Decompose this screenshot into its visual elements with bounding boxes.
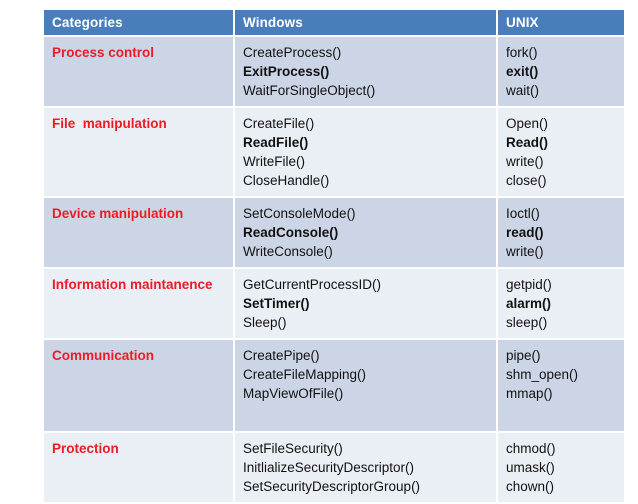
table-header-row: Categories Windows UNIX — [44, 10, 624, 37]
call-item: Sleep() — [243, 315, 287, 330]
call-item: mmap() — [506, 386, 553, 401]
call-item: Read() — [506, 135, 549, 150]
windows-call-list: CreateFile() ReadFile() WriteFile() CloseHa… — [243, 114, 496, 190]
unix-call-list: Open() Read() write() close() — [506, 114, 624, 190]
call-item: ReadFile() — [243, 135, 309, 150]
call-item: GetCurrentProcessID() — [243, 277, 382, 292]
cell-unix-calls: pipe() shm_open() mmap() — [496, 340, 624, 433]
unix-call-list: Ioctl() read() write() — [506, 204, 624, 261]
call-item: getpid() — [506, 277, 552, 292]
call-item: chmod() — [506, 441, 556, 456]
category-label: Communication — [52, 348, 155, 363]
windows-call-list: SetConsoleMode() ReadConsole() WriteConsol… — [243, 204, 496, 261]
call-item: fork() — [506, 45, 538, 60]
table-row: Communication CreatePipe() CreateFileMappi… — [44, 340, 624, 433]
table-header: Categories Windows UNIX — [44, 10, 624, 37]
column-header-categories: Categories — [44, 10, 233, 37]
table-row: Protection SetFileSecurity() InitlializeSe… — [44, 433, 624, 504]
cell-windows-calls: SetFileSecurity() InitlializeSecurityDesc… — [233, 433, 496, 504]
call-item: shm_open() — [506, 367, 579, 382]
call-item: CreateFileMapping() — [243, 367, 367, 382]
call-item: read() — [506, 225, 544, 240]
call-item: write() — [506, 244, 544, 259]
call-item: ReadConsole() — [243, 225, 339, 240]
cell-windows-calls: CreatePipe() CreateFileMapping() MapViewOf… — [233, 340, 496, 433]
column-header-windows: Windows — [233, 10, 496, 37]
table-row: Device manipulation SetConsoleMode() ReadC… — [44, 198, 624, 269]
call-item: CreateProcess() — [243, 45, 342, 60]
windows-call-list: SetFileSecurity() InitlializeSecurityDesc… — [243, 439, 496, 496]
unix-call-list: chmod() umask() chown() — [506, 439, 624, 496]
cell-category: Process control — [44, 37, 233, 108]
call-item: alarm() — [506, 296, 552, 311]
category-label: Information maintanence — [52, 277, 213, 292]
call-item: CreatePipe() — [243, 348, 320, 363]
unix-call-list: pipe() shm_open() mmap() — [506, 346, 624, 403]
call-item: close() — [506, 173, 547, 188]
table-row: File manipulation CreateFile() ReadFile() W… — [44, 108, 624, 198]
cell-category: File manipulation — [44, 108, 233, 198]
cell-category: Device manipulation — [44, 198, 233, 269]
call-item: Open() — [506, 116, 549, 131]
unix-call-list: getpid() alarm() sleep() — [506, 275, 624, 332]
call-item: CreateFile() — [243, 116, 315, 131]
table-row: Information maintanence GetCurrentProcess… — [44, 269, 624, 340]
cell-category: Protection — [44, 433, 233, 504]
cell-unix-calls: fork() exit() wait() — [496, 37, 624, 108]
windows-call-list: GetCurrentProcessID() SetTimer() Sleep() — [243, 275, 496, 332]
call-item: MapViewOfFile() — [243, 386, 344, 401]
call-item: InitlializeSecurityDescriptor() — [243, 460, 415, 475]
cell-category: Communication — [44, 340, 233, 433]
windows-call-list: CreateProcess() ExitProcess() WaitForSingl… — [243, 43, 496, 100]
call-item: SetConsoleMode() — [243, 206, 356, 221]
call-item: chown() — [506, 479, 555, 494]
call-item: SetTimer() — [243, 296, 310, 311]
call-item: ExitProcess() — [243, 64, 330, 79]
category-label: Process control — [52, 45, 155, 60]
call-item: WaitForSingleObject() — [243, 83, 376, 98]
windows-call-list: CreatePipe() CreateFileMapping() MapViewOf… — [243, 346, 496, 403]
call-item: pipe() — [506, 348, 541, 363]
table-row: Process control CreateProcess() ExitProces… — [44, 37, 624, 108]
cell-unix-calls: Ioctl() read() write() — [496, 198, 624, 269]
column-header-unix: UNIX — [496, 10, 624, 37]
table-body: Process control CreateProcess() ExitProces… — [44, 37, 624, 504]
call-item: WriteFile() — [243, 154, 305, 169]
call-item: exit() — [506, 64, 539, 79]
call-item: CloseHandle() — [243, 173, 330, 188]
cell-unix-calls: chmod() umask() chown() — [496, 433, 624, 504]
category-label: File manipulation — [52, 116, 167, 131]
cell-category: Information maintanence — [44, 269, 233, 340]
call-item: umask() — [506, 460, 555, 475]
call-item: sleep() — [506, 315, 548, 330]
cell-windows-calls: CreateProcess() ExitProcess() WaitForSingl… — [233, 37, 496, 108]
cell-windows-calls: CreateFile() ReadFile() WriteFile() CloseHa… — [233, 108, 496, 198]
call-item: SetFileSecurity() — [243, 441, 343, 456]
call-item: wait() — [506, 83, 539, 98]
call-item: WriteConsole() — [243, 244, 333, 259]
category-label: Device manipulation — [52, 206, 184, 221]
call-item: write() — [506, 154, 544, 169]
cell-unix-calls: Open() Read() write() close() — [496, 108, 624, 198]
cell-windows-calls: SetConsoleMode() ReadConsole() WriteConsol… — [233, 198, 496, 269]
call-item: Ioctl() — [506, 206, 540, 221]
cell-windows-calls: GetCurrentProcessID() SetTimer() Sleep() — [233, 269, 496, 340]
cell-unix-calls: getpid() alarm() sleep() — [496, 269, 624, 340]
call-item: SetSecurityDescriptorGroup() — [243, 479, 421, 494]
unix-call-list: fork() exit() wait() — [506, 43, 624, 100]
category-label: Protection — [52, 441, 119, 456]
